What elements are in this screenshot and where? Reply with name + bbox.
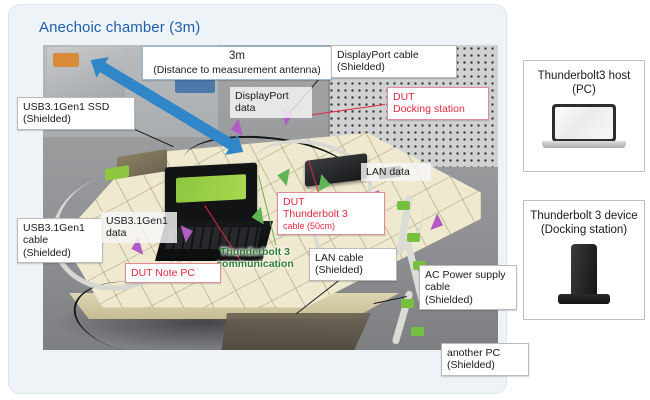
callout-another-pc-l2: (Shielded) — [447, 359, 495, 372]
callout-distance: 3m (Distance to measurement antenna) — [142, 46, 332, 80]
card-device-title: Thunderbolt 3 device — [530, 210, 638, 222]
callout-displayport-cable-l2: (Shielded) — [337, 61, 385, 74]
callout-lan-cable: LAN cable (Shielded) — [309, 248, 397, 281]
laptop-icon — [524, 102, 644, 154]
card-thunderbolt-device: Thunderbolt 3 device (Docking station) — [523, 200, 645, 320]
callout-dut-docking-station-l1: DUT — [393, 91, 415, 103]
callout-usb-ssd-l1: USB3.1Gen1 SSD — [23, 101, 110, 113]
callout-usb-cable-l1: USB3.1Gen1 — [23, 222, 85, 234]
callout-usb-data-l2: data — [106, 227, 127, 240]
callout-another-pc: another PC (Shielded) — [441, 343, 529, 376]
callout-dut-thunderbolt-cable: DUT Thunderbolt 3 cable (50cm) — [277, 192, 385, 236]
callout-lan-cable-l1: LAN cable — [315, 252, 364, 264]
callout-ac-power-l3: (Shielded) — [425, 293, 473, 306]
page-title: Anechoic chamber (3m) — [39, 19, 201, 36]
callout-displayport-data-l2: data — [235, 102, 256, 115]
callout-dut-tb-l3: cable (50cm) — [283, 220, 336, 231]
callout-dut-docking-station: DUT Docking station — [387, 87, 489, 120]
photo-absorber-edge — [328, 45, 330, 167]
callout-tb-comm-l1: Thunderbolt 3 — [220, 246, 290, 258]
callout-usb-cable-l2: cable — [23, 234, 49, 247]
callout-lan-cable-l2: (Shielded) — [315, 264, 363, 277]
photo-laptop-screen — [165, 162, 257, 230]
callout-usb-data: USB3.1Gen1 data — [101, 212, 177, 243]
callout-lan-data: LAN data — [361, 163, 431, 182]
callout-distance-value: 3m — [229, 50, 245, 62]
callout-displayport-data-l1: DisplayPort — [235, 90, 289, 102]
card-host-title: Thunderbolt3 host — [537, 70, 631, 82]
callout-thunderbolt-communication: Thunderbolt 3 communication — [195, 243, 315, 274]
callout-displayport-cable: DisplayPort cable (Shielded) — [331, 45, 457, 78]
callout-dut-docking-station-l2: Docking station — [393, 103, 465, 116]
callout-lan-data-l1: LAN data — [366, 166, 410, 178]
callout-displayport-cable-l1: DisplayPort cable — [337, 49, 419, 61]
callout-ac-power-l1: AC Power supply — [425, 269, 506, 281]
card-device-subtitle: (Docking station) — [540, 224, 628, 237]
card-thunderbolt-host: Thunderbolt3 host (PC) — [523, 60, 645, 172]
callout-tb-comm-l2: communication — [216, 258, 294, 271]
callout-displayport-data: DisplayPort data — [230, 87, 312, 118]
callout-usb-ssd-l2: (Shielded) — [23, 113, 71, 126]
callout-ac-power-l2: cable — [425, 281, 451, 294]
callout-dut-note-pc: DUT Note PC — [125, 263, 221, 284]
callout-usb-ssd: USB3.1Gen1 SSD (Shielded) — [17, 97, 135, 130]
callout-another-pc-l1: another PC — [447, 347, 501, 359]
callout-usb-cable: USB3.1Gen1 cable (Shielded) — [17, 218, 103, 264]
callout-dut-tb-l1: DUT — [283, 196, 305, 208]
callout-usb-cable-l3: (Shielded) — [23, 246, 71, 259]
photo-table-leg — [221, 313, 371, 350]
card-host-subtitle: (PC) — [572, 84, 596, 97]
docking-station-icon — [524, 242, 644, 308]
anechoic-chamber-panel: Anechoic chamber (3m) — [8, 4, 529, 394]
callout-ac-power-cable: AC Power supply cable (Shielded) — [419, 265, 517, 311]
callout-usb-data-l1: USB3.1Gen1 — [106, 215, 168, 227]
callout-distance-desc: (Distance to measurement antenna) — [153, 63, 321, 76]
callout-dut-tb-l2: Thunderbolt 3 — [283, 208, 348, 221]
callout-dut-note-pc-l1: DUT Note PC — [131, 267, 195, 279]
